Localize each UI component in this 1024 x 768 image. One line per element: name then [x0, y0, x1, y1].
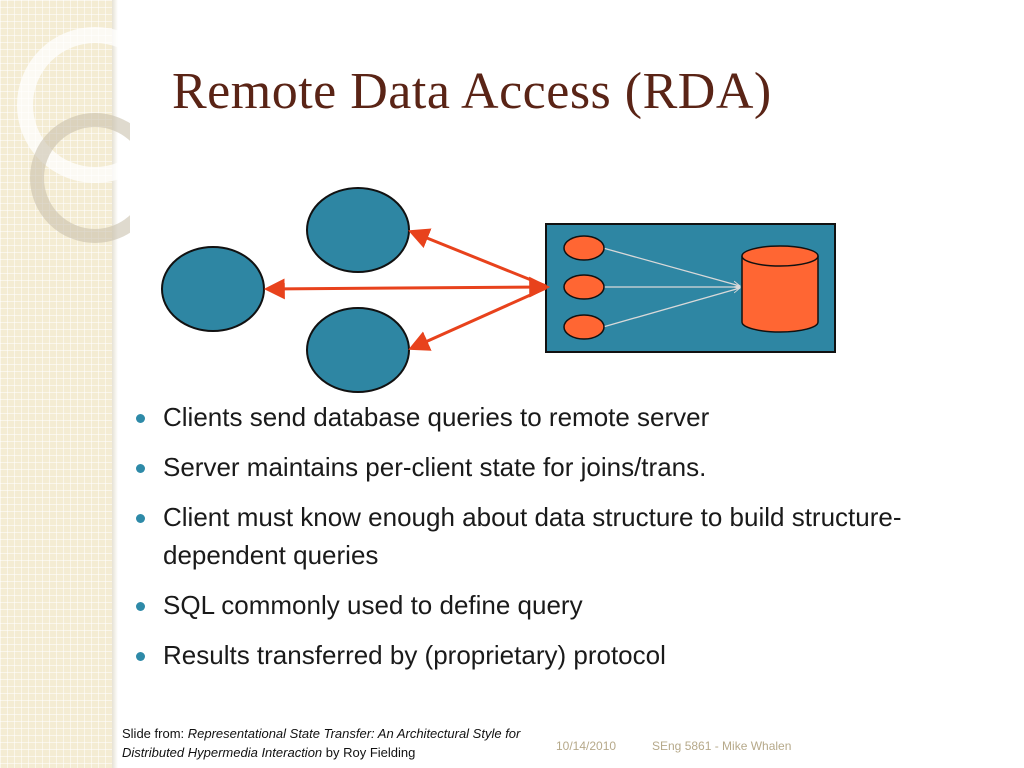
credit-prefix: Slide from: [122, 726, 188, 741]
credit-author: by Roy Fielding [322, 745, 416, 760]
database-icon [741, 245, 819, 333]
bullet-item: Clients send database queries to remote … [136, 398, 996, 436]
connection-bottom [408, 286, 547, 351]
bullet-dot-icon [136, 602, 145, 611]
ring-large [17, 27, 130, 183]
sidebar-shadow [112, 0, 118, 768]
source-credit: Slide from: Representational State Trans… [122, 724, 542, 762]
bullet-dot-icon [136, 514, 145, 523]
bullet-text: Clients send database queries to remote … [163, 402, 710, 432]
credit-work-title: Representational State Transfer: An Arch… [122, 726, 521, 760]
client-node-top [306, 187, 410, 273]
server-process-bottom [563, 314, 605, 340]
bullet-text: Results transferred by (proprietary) pro… [163, 640, 666, 670]
bullet-item: SQL commonly used to define query [136, 586, 996, 624]
footer-date: 10/14/2010 [556, 739, 617, 753]
footer-course: SEng 5861 - Mike Whalen [652, 739, 792, 753]
process-link-bottom [602, 288, 740, 328]
client-node-left [161, 246, 265, 332]
bullet-list: Clients send database queries to remote … [136, 398, 996, 686]
bullet-item: Client must know enough about data struc… [136, 498, 996, 574]
bullet-item: Server maintains per-client state for jo… [136, 448, 996, 486]
bullet-text: SQL commonly used to define query [163, 590, 583, 620]
decorative-rings [17, 27, 130, 243]
connection-top [408, 228, 547, 288]
bullet-text: Client must know enough about data struc… [163, 502, 902, 570]
process-link-top [602, 247, 740, 286]
rda-diagram [161, 187, 836, 393]
bullet-dot-icon [136, 652, 145, 661]
server-process-middle [563, 274, 605, 300]
server-process-top [563, 235, 605, 261]
bullet-item: Results transferred by (proprietary) pro… [136, 636, 996, 674]
bullet-text: Server maintains per-client state for jo… [163, 452, 707, 482]
bullet-dot-icon [136, 464, 145, 473]
ring-grey [30, 113, 130, 243]
page-title: Remote Data Access (RDA) [172, 63, 772, 120]
connection-left [263, 276, 551, 300]
client-node-bottom [306, 307, 410, 393]
bullet-dot-icon [136, 414, 145, 423]
